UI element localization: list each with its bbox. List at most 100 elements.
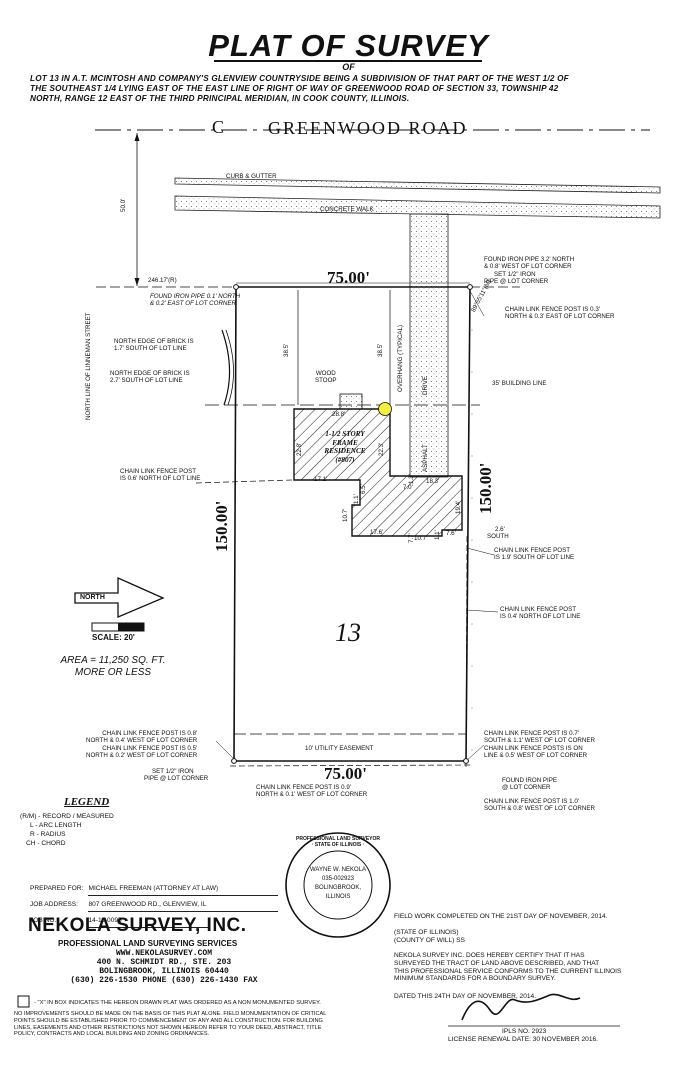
- page-title: PLAT OF SURVEY: [208, 28, 489, 63]
- ipls-number: IPLS No. 2923: [502, 1028, 547, 1035]
- top-dimension: 75.00': [327, 268, 370, 287]
- legend-title: LEGEND: [64, 796, 110, 808]
- seal-ring-text: PROFESSIONAL LAND SURVEYOR · STATE OF IL…: [296, 836, 380, 848]
- company-city: BOLINGBROOK, ILLINOIS 60440: [99, 967, 229, 976]
- curb-label: CURB & GUTTER: [226, 173, 277, 180]
- leader-fence-ne: [469, 290, 485, 317]
- job-no-value: 14-11-0095: [88, 915, 209, 928]
- note-fence-west: CHAIN LINK FENCE POST IS 0.6' NORTH OF L…: [120, 468, 200, 483]
- note-line: CHAIN LINK FENCE POST: [494, 547, 570, 554]
- note-line: @ LOT CORNER: [502, 784, 551, 792]
- house-dim: 10.7': [414, 535, 428, 542]
- seal-state: ILLINOIS: [325, 894, 351, 900]
- note-line: CHAIN LINK FENCE POST IS 0.9': [256, 784, 351, 791]
- note-line: & 0.2' EAST OF LOT CORNER: [150, 300, 236, 308]
- note-found-pipe-nw: FOUND IRON PIPE 0.1' NORTH & 0.2' EAST O…: [150, 293, 240, 308]
- note-south-2-6: 2.6' SOUTH: [487, 526, 509, 541]
- note-line: FOUND IRON PIPE 0.1' NORTH: [150, 293, 241, 300]
- note-line: & 0.8' WEST OF LOT CORNER: [484, 263, 572, 271]
- lot-number: 13: [335, 618, 361, 647]
- row-arrow-bottom: [134, 278, 140, 286]
- fence-south: [229, 764, 471, 767]
- note-fence-east-2: CHAIN LINK FENCE POST IS 0.4' NORTH OF L…: [500, 606, 580, 621]
- note-line: CHAIN LINK FENCE POST: [120, 468, 196, 475]
- left-dimension: 150.00': [212, 500, 231, 552]
- legend-item: L - ARC LENGTH: [30, 822, 82, 829]
- note-line: NORTH EDGE OF BRICK IS: [110, 370, 190, 377]
- legend-item: R - RADIUS: [30, 831, 66, 838]
- legend-item: CH - CHORD: [26, 840, 66, 847]
- job-info: PREPARED FOR: MICHAEL FREEMAN (ATTORNEY …: [30, 880, 290, 928]
- job-address-label: JOB ADDRESS:: [30, 901, 79, 908]
- residence-line: 1-1/2 STORY: [325, 430, 365, 438]
- house-dim: 7.0': [403, 484, 413, 491]
- surveyor-seal-inner: [303, 850, 373, 920]
- company-tagline: PROFESSIONAL LAND SURVEYING SERVICES: [58, 939, 238, 948]
- cert-state: (STATE OF ILLINOIS) (COUNTY OF WILL) SS: [394, 929, 465, 945]
- note-line: FOUND IRON PIPE 3.2' NORTH: [484, 256, 575, 263]
- overhang-label: OVERHANG (TYPICAL): [397, 324, 404, 392]
- seal-number: 035-002923: [321, 876, 355, 882]
- wood-stoop-line: WOOD: [315, 370, 336, 377]
- legal-line: NORTH, RANGE 12 EAST OF THE THIRD PRINCI…: [30, 94, 410, 103]
- note-fence-south: CHAIN LINK FENCE POST IS 0.9' NORTH & 0.…: [256, 784, 367, 799]
- signature: [461, 993, 581, 1021]
- note-fence-se: CHAIN LINK FENCE POST IS 0.7' SOUTH & 1.…: [484, 730, 595, 760]
- prepared-for-value: MICHAEL FREEMAN (ATTORNEY AT LAW): [88, 883, 279, 896]
- disclaimer-line: LINES, EASEMENTS AND OTHER RESTRICTIONS …: [14, 1024, 322, 1031]
- scale-bar-fill: [118, 623, 144, 631]
- house-footprint: [293, 408, 463, 537]
- disclaimer: NO IMPROVEMENTS SHOULD BE MADE ON THE BA…: [14, 1011, 404, 1038]
- note-brick-2: NORTH EDGE OF BRICK IS 2.7' SOUTH OF LOT…: [110, 370, 190, 385]
- title-of: OF: [342, 62, 355, 72]
- road-centerline-symbol: C: [212, 117, 225, 137]
- checkbox-note: - "X" IN BOX INDICATES THE HEREON DRAWN …: [34, 1000, 321, 1006]
- note-line: PIPE @ LOT CORNER: [484, 278, 549, 286]
- note-line: NORTH & 0.4' WEST OF LOT CORNER: [86, 737, 198, 745]
- disclaimer-line: POINTS SHOULD BE ESTABLISHED PRIOR TO CO…: [14, 1017, 323, 1024]
- fence-west: [195, 479, 293, 484]
- note-line: 2.7' SOUTH OF LOT LINE: [110, 377, 183, 385]
- cert-line: NEKOLA SURVEY INC. DOES HEREBY CERTIFY T…: [394, 952, 585, 959]
- setback-right-label: 38.5': [377, 343, 384, 357]
- legal-description: LOT 13 IN A.T. MCINTOSH AND COMPANY'S GL…: [30, 74, 670, 104]
- note-line: NORTH & 0.3' EAST OF LOT CORNER: [505, 313, 615, 321]
- note-line: CHAIN LINK FENCE POST: [500, 606, 576, 613]
- note-line: IS 0.6' NORTH OF LOT LINE: [120, 475, 201, 483]
- cert-line: THIS PROFESSIONAL SERVICE CONFORMS TO TH…: [394, 967, 622, 975]
- highlight-marker: [378, 402, 392, 416]
- seal-center: WAYNE W. NEKOLA 035-002923 BOLINGBROOK, …: [304, 866, 372, 902]
- note-found-pipe-ne: FOUND IRON PIPE 3.2' NORTH & 0.8' WEST O…: [484, 256, 574, 286]
- note-line: CHAIN LINK FENCE POST IS 0.8': [102, 730, 198, 737]
- note-line: SOUTH: [487, 533, 509, 541]
- legal-line: LOT 13 IN A.T. MCINTOSH AND COMPANY'S GL…: [30, 74, 569, 83]
- brick-edge: [221, 329, 231, 406]
- asphalt-drive: [409, 213, 449, 478]
- note-line: PIPE @ LOT CORNER: [144, 775, 209, 783]
- wood-stoop: [339, 393, 363, 410]
- note-line: SOUTH & 0.8' WEST OF LOT CORNER: [484, 805, 595, 813]
- fence-east: [465, 535, 468, 771]
- pipe-marker-nw: [233, 284, 239, 290]
- house-dim: 7.6': [446, 530, 456, 537]
- area-label: AREA = 11,250 SQ. FT. MORE OR LESS: [48, 655, 178, 679]
- area-line: MORE OR LESS: [74, 667, 152, 678]
- leader-fence-e2: [465, 609, 499, 613]
- note-set-pipe-sw: SET 1/2" IRON PIPE @ LOT CORNER: [144, 768, 208, 783]
- surveyor-seal-ring: [285, 832, 391, 938]
- company-name: NEKOLA SURVEY, INC.: [28, 915, 247, 936]
- house-dim: 22.8': [296, 442, 303, 456]
- job-address-value: 807 GREENWOOD RD., GLENVIEW, IL: [88, 899, 279, 912]
- pipe-marker-ne: [467, 284, 473, 290]
- note-line: NORTH EDGE OF BRICK IS: [114, 338, 194, 345]
- note-line: CHAIN LINK FENCE POST IS 1.0': [484, 798, 579, 805]
- disclaimer-line: NO IMPROVEMENTS SHOULD BE MADE ON THE BA…: [14, 1011, 327, 1017]
- house-dim: 1.1': [353, 494, 360, 504]
- certification-body: NEKOLA SURVEY INC. DOES HEREBY CERTIFY T…: [394, 952, 621, 983]
- cert-line: SURVEYED THE TRACT OF LAND ABOVE DESCRIB…: [394, 959, 600, 967]
- note-line: SET 1/2" IRON: [494, 270, 536, 278]
- note-line: CHAIN LINK FENCE POST IS 0.3': [505, 306, 600, 313]
- field-work: FIELD WORK COMPLETED ON THE 21ST DAY OF …: [394, 913, 608, 920]
- company-street: 400 N. SCHMIDT RD., STE. 203: [96, 958, 232, 967]
- note-brick-1: NORTH EDGE OF BRICK IS 1.7' SOUTH OF LOT…: [114, 338, 194, 353]
